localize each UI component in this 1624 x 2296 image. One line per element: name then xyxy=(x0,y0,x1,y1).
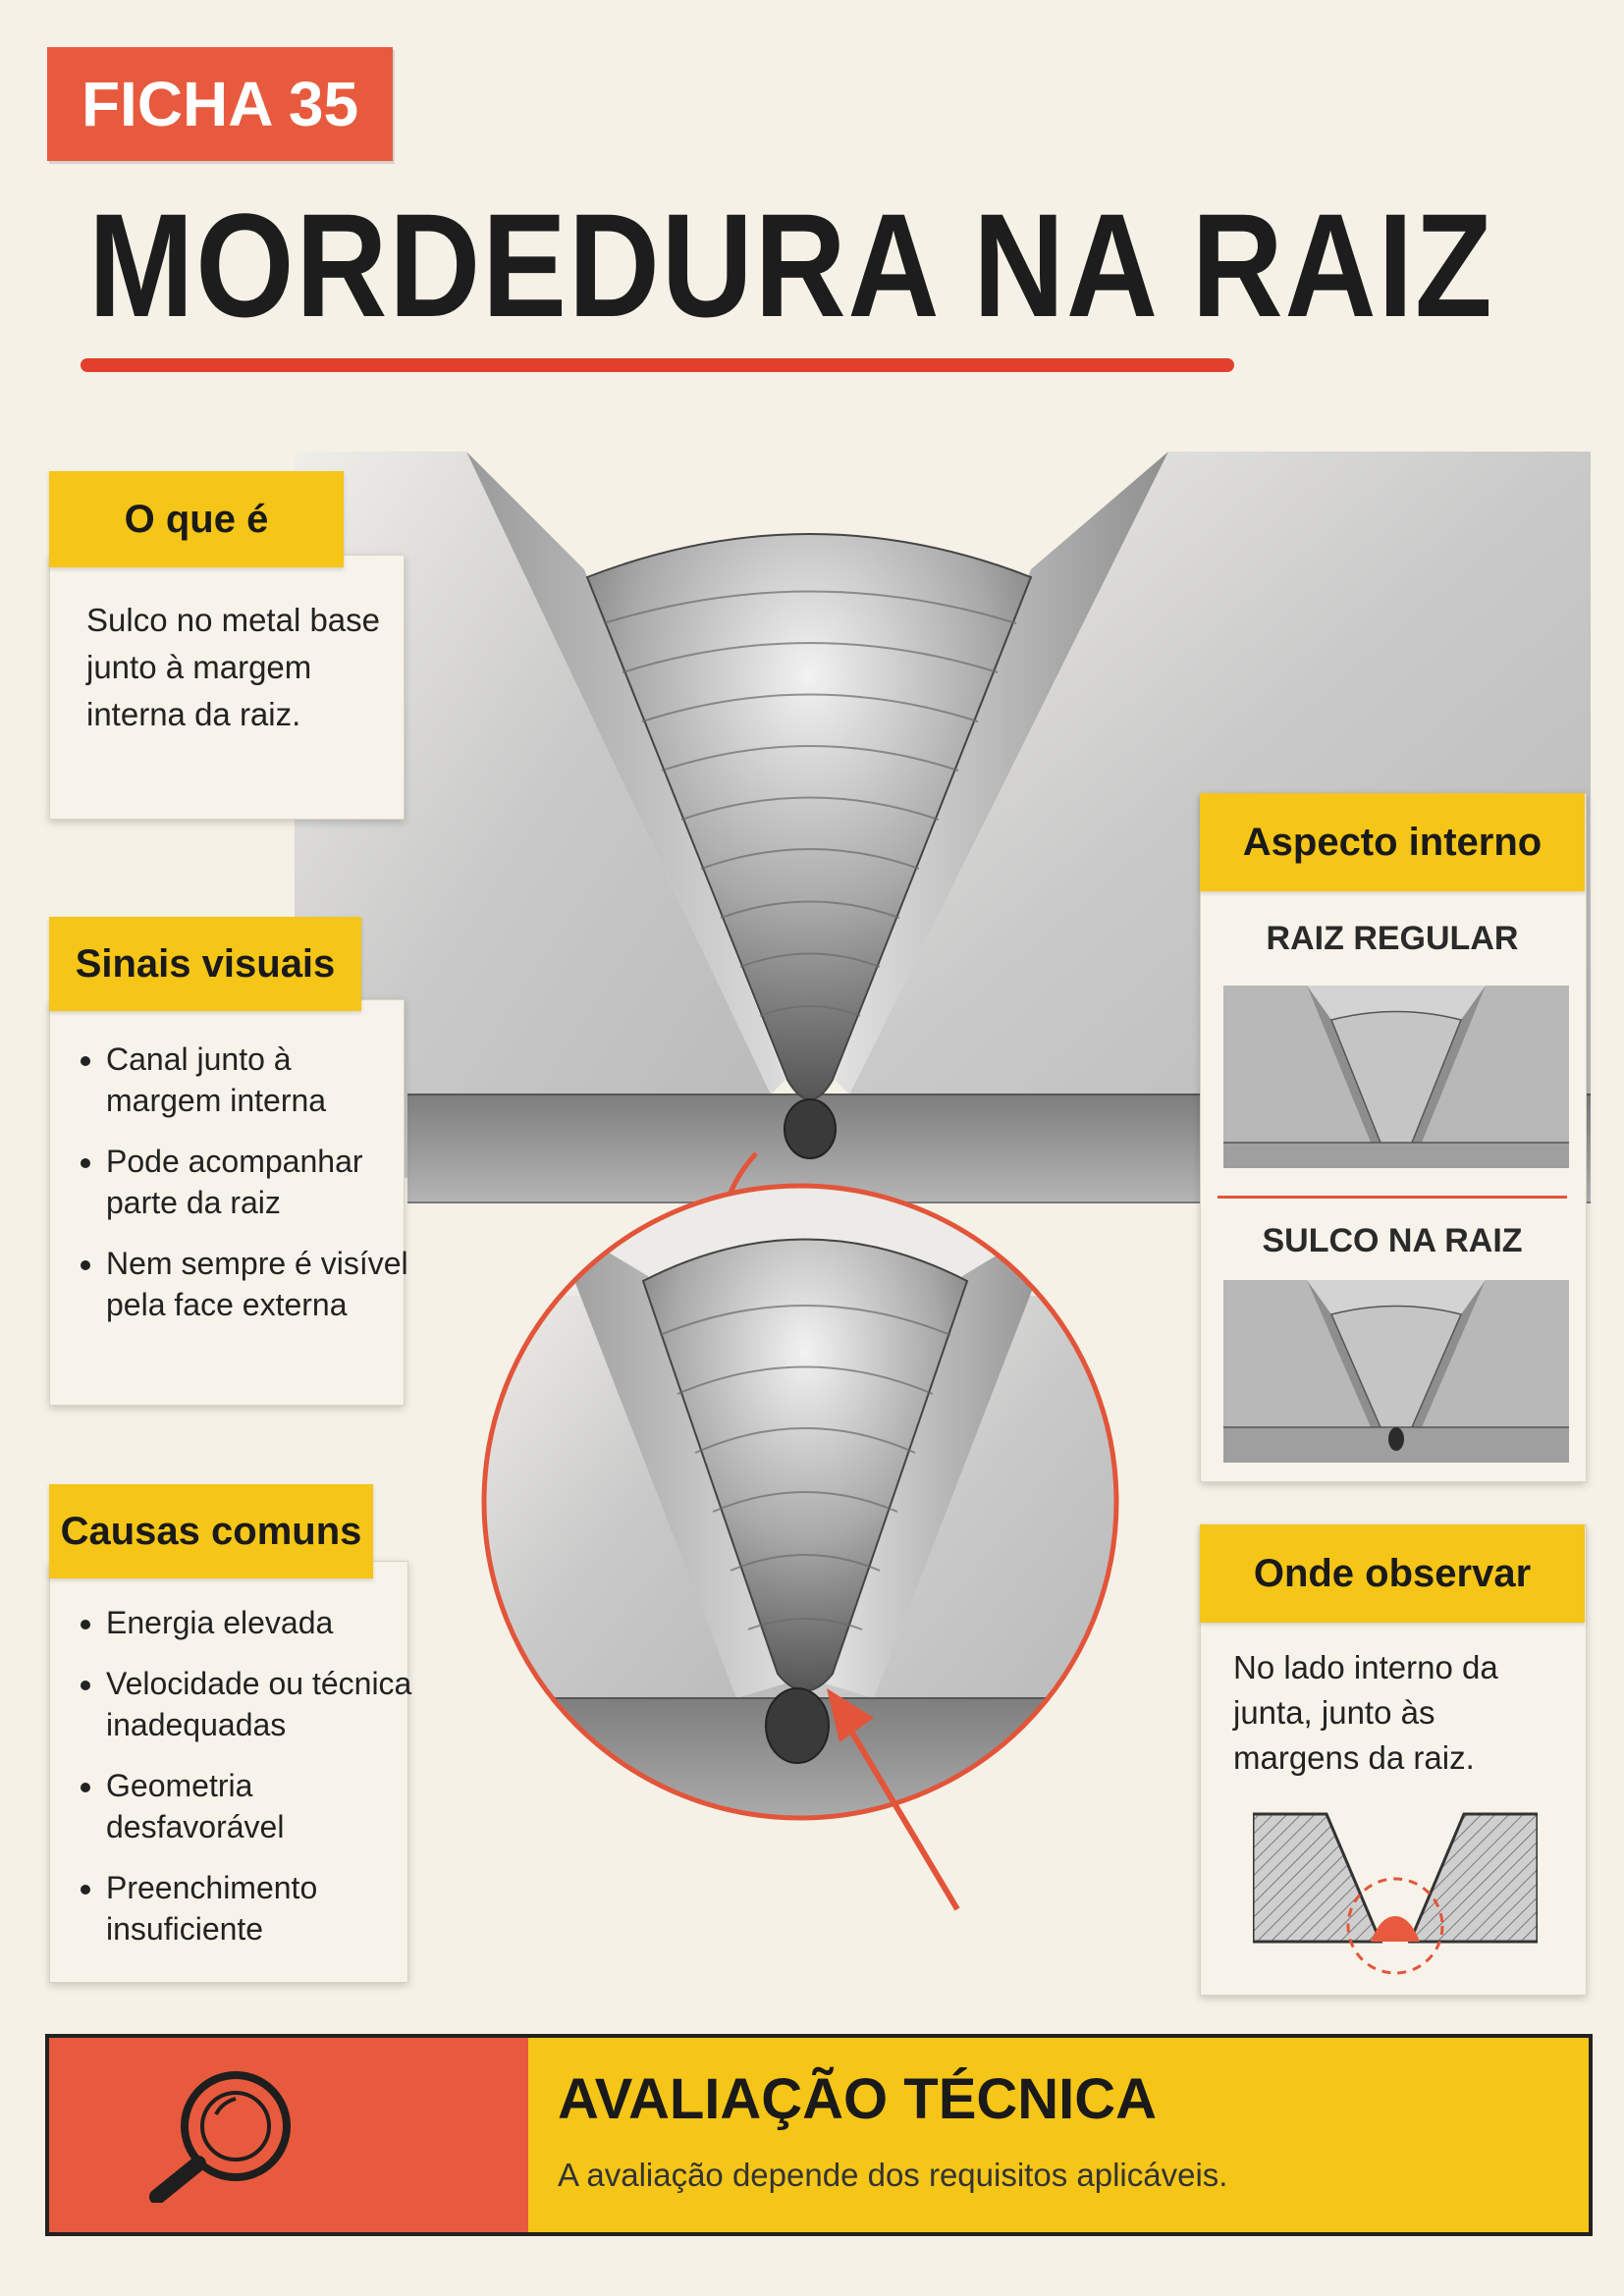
what-card xyxy=(49,555,405,820)
causes-heading: Causas comuns xyxy=(49,1484,373,1578)
list-item: Geometria desfavorável xyxy=(106,1765,420,1847)
what-text: Sulco no metal base junto à margem inter… xyxy=(86,602,381,732)
assessment-banner xyxy=(45,2034,1593,2236)
ficha-number-tag: FICHA 35 xyxy=(47,47,393,161)
observe-heading: Onde observar xyxy=(1200,1524,1585,1623)
title-underline xyxy=(81,358,1234,372)
weld-illustration xyxy=(295,452,1591,1911)
regular-root-label: RAIZ REGULAR xyxy=(1266,920,1519,957)
assessment-title: AVALIAÇÃO TÉCNICA xyxy=(558,2067,1158,2131)
what-heading: O que é xyxy=(49,471,344,567)
causes-card xyxy=(49,1561,408,1983)
page-title: MORDEDURA NA RAIZ xyxy=(88,183,1494,347)
causes-list: Energia elevada Velocidade ou técnica in… xyxy=(81,1602,420,1969)
internal-heading: Aspecto interno xyxy=(1200,793,1585,891)
observe-text: No lado interno da junta, junto às marge… xyxy=(1233,1649,1498,1776)
magnifier-icon xyxy=(149,2071,291,2203)
signals-heading: Sinais visuais xyxy=(49,917,361,1011)
groove-root-label: SULCO NA RAIZ xyxy=(1262,1222,1523,1259)
divider xyxy=(1218,1196,1567,1199)
list-item: Velocidade ou técnica inadequadas xyxy=(106,1663,420,1745)
list-item: Nem sempre é visível pela face externa xyxy=(106,1243,410,1325)
assessment-text-panel xyxy=(528,2038,1589,2232)
list-item: Energia elevada xyxy=(106,1602,420,1643)
regular-root-diagram xyxy=(1223,986,1569,1168)
observe-diagram xyxy=(1253,1812,1538,1975)
list-item: Preenchimento insuficiente xyxy=(106,1867,420,1949)
list-item: Pode acompanhar parte da raiz xyxy=(106,1141,410,1223)
list-item: Canal junto à margem interna xyxy=(106,1039,410,1121)
signals-card xyxy=(49,999,405,1406)
groove-root-diagram xyxy=(1223,1280,1569,1463)
assessment-text: A avaliação depende dos requisitos aplic… xyxy=(558,2157,1228,2193)
signals-list: Canal junto à margem interna Pode acompa… xyxy=(81,1039,410,1345)
